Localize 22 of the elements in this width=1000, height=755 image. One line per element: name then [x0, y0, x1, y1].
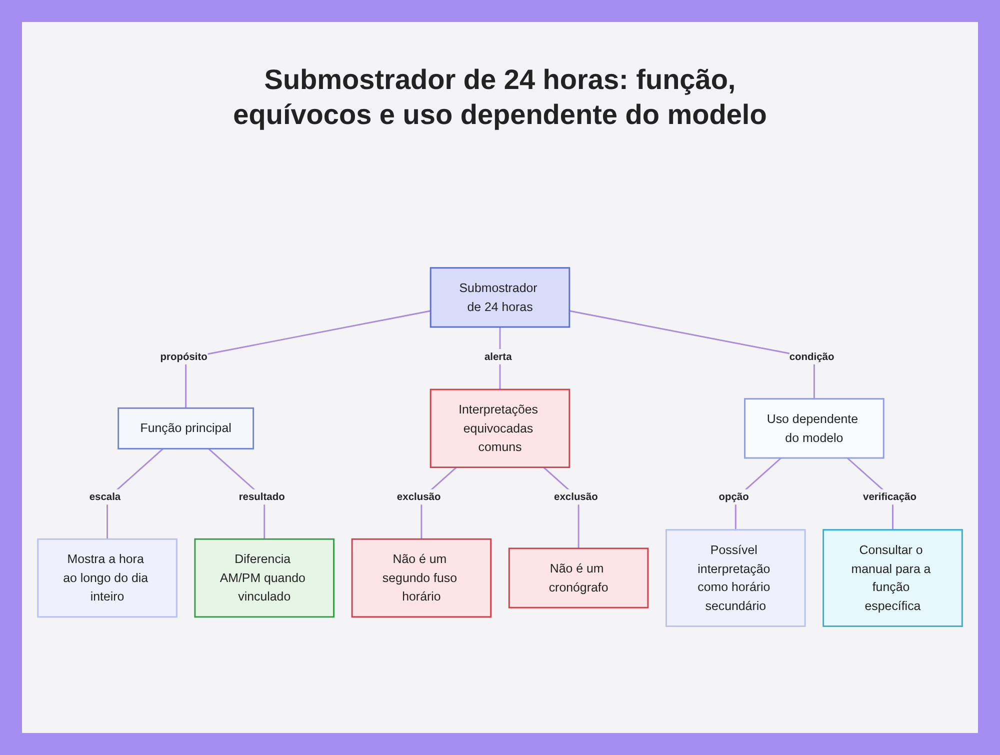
edge-label: escala [89, 490, 121, 502]
connector [185, 310, 431, 408]
edge-label: exclusão [554, 490, 598, 502]
node-box: Não é um segundo fuso horário [351, 538, 492, 618]
edge-label: exclusão [396, 490, 441, 502]
edge-label: alerta [484, 350, 512, 362]
node-box: Função principal [118, 407, 254, 450]
edge-label: condição [789, 350, 834, 362]
node-box: Mostra a hora ao longo do dia inteiro [37, 538, 178, 618]
node-box: Diferencia AM/PM quando vinculado [194, 538, 334, 618]
node-box: Não é um cronógrafo [508, 548, 649, 608]
diagram-title: Submostrador de 24 horas: função, equívocos e uso dependente do modelo [232, 63, 768, 132]
node-box: Interpretações equivocadas comuns [430, 388, 570, 468]
edge-label: propósito [160, 350, 208, 362]
node-box: Consultar o manual para a função específica [822, 529, 963, 627]
connector [569, 310, 815, 399]
node-box: Possível interpretação como horário secundário [666, 529, 806, 627]
node-box: Uso dependente do modelo [744, 398, 884, 459]
edge-label: resultado [238, 490, 285, 502]
edge-label: verificação [863, 490, 917, 502]
node-box: Submostrador de 24 horas [430, 267, 570, 328]
edge-label: opção [718, 490, 749, 502]
